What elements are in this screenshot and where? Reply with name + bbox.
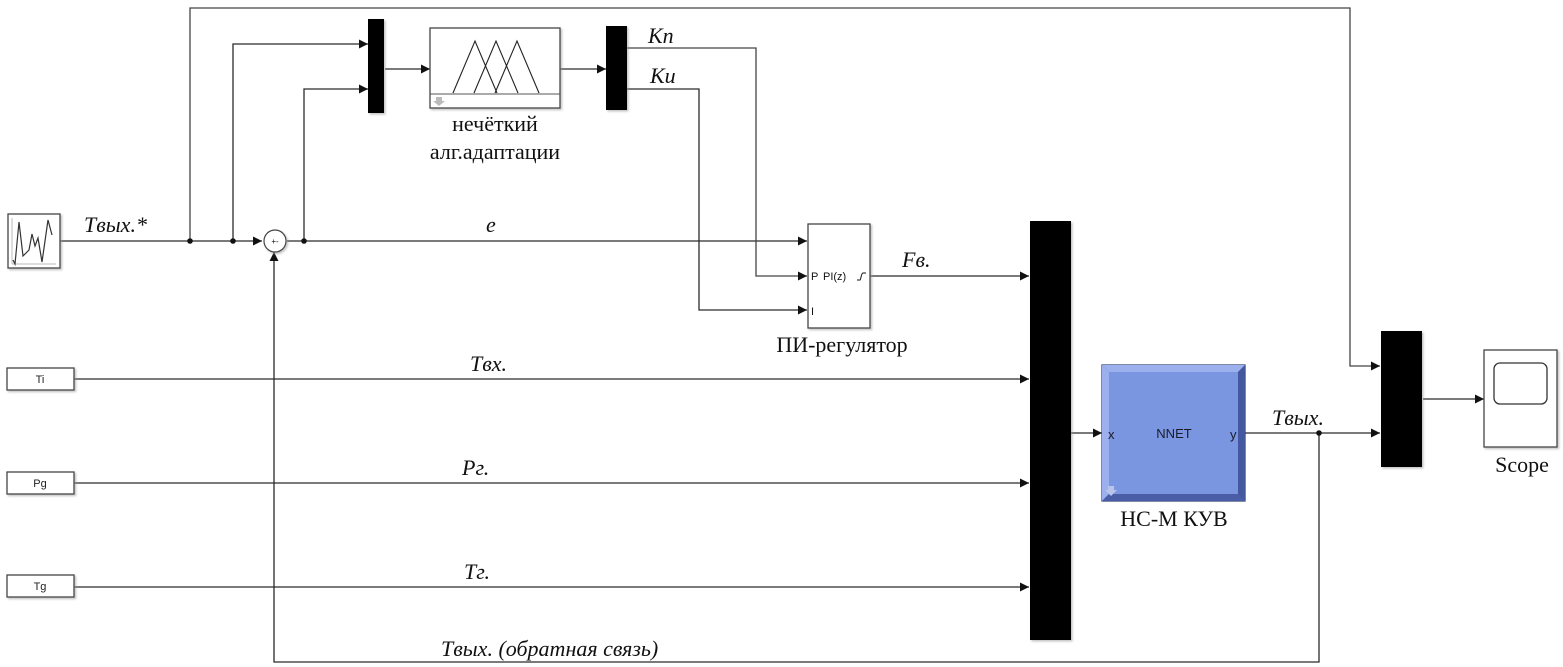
branch-points (187, 238, 1322, 436)
constant-pg-label: Pg (33, 478, 46, 490)
fuzzy-caption-line1: нечёткий (452, 111, 538, 136)
branch-point (187, 238, 193, 244)
random-signal-icon (11, 218, 56, 267)
signal-label-setpoint: Tвых.* (84, 212, 147, 237)
membership-functions-icon (452, 39, 540, 94)
signal-label-tg: Tг. (464, 559, 490, 584)
branch-point (301, 238, 307, 244)
nnet-caption: НС-М КУВ (1120, 506, 1227, 531)
nnet-label: NNET (1156, 426, 1191, 441)
fuzzy-controller-block[interactable] (429, 27, 561, 109)
signal-label-pg: Pг. (461, 455, 489, 480)
sum-signs: +- (271, 237, 279, 246)
pi-caption: ПИ-регулятор (776, 332, 907, 357)
wire-kp[interactable] (627, 47, 807, 281)
constant-pg-block[interactable]: Pg (6, 471, 75, 495)
pi-port-i: I (811, 306, 814, 318)
mux-scope[interactable] (1381, 331, 1422, 467)
wire-setpoint-to-scope-mux[interactable] (189, 7, 1380, 371)
constant-ti-label: Ti (36, 374, 45, 386)
nnet-port-y: y (1230, 427, 1237, 442)
constant-tg-label: Tg (34, 581, 47, 593)
demux-fuzzy-output[interactable] (606, 26, 627, 110)
wire-ki[interactable] (627, 88, 807, 315)
signal-label-feedback: Tвых. (обратная связь) (441, 636, 658, 661)
signal-label-tout: Tвых. (1272, 405, 1324, 430)
signal-label-error: e (486, 212, 496, 237)
signal-label-tin: Tвх. (470, 351, 507, 376)
branch-point (230, 238, 236, 244)
mux-main[interactable] (1030, 221, 1071, 640)
pi-port-p: P (811, 271, 818, 283)
signal-label-kp: Кп (647, 23, 674, 48)
mask-arrow-icon (433, 97, 445, 106)
pi-center-label: PI(z) (823, 271, 846, 283)
signal-source-block[interactable] (7, 213, 61, 269)
signal-label-fv: Fв. (901, 247, 931, 272)
constant-ti-block[interactable]: Ti (6, 367, 75, 391)
nnet-port-x: x (1108, 427, 1115, 442)
scope-block[interactable] (1483, 349, 1558, 448)
constant-tg-block[interactable]: Tg (6, 574, 75, 598)
mux-fuzzy-input[interactable] (368, 19, 384, 113)
branch-point (1316, 430, 1322, 436)
nnet-block[interactable]: x NNET y (1101, 364, 1246, 502)
wire-setpoint-to-fuzzy-mux[interactable] (232, 39, 368, 241)
pi-controller-block[interactable]: P PI(z) I (807, 223, 871, 329)
wire-feedback[interactable] (269, 252, 1320, 663)
scope-caption: Scope (1495, 452, 1549, 477)
wires (60, 7, 1484, 663)
fuzzy-caption-line2: алг.адаптации (430, 139, 560, 164)
saturation-icon (857, 272, 866, 281)
wire-error-to-fuzzy-mux[interactable] (303, 84, 368, 241)
mask-arrow-icon (1105, 486, 1117, 496)
sum-block[interactable]: +- (263, 229, 287, 253)
signal-label-ki: Ки (649, 63, 676, 88)
scope-screen-icon (1493, 362, 1548, 405)
